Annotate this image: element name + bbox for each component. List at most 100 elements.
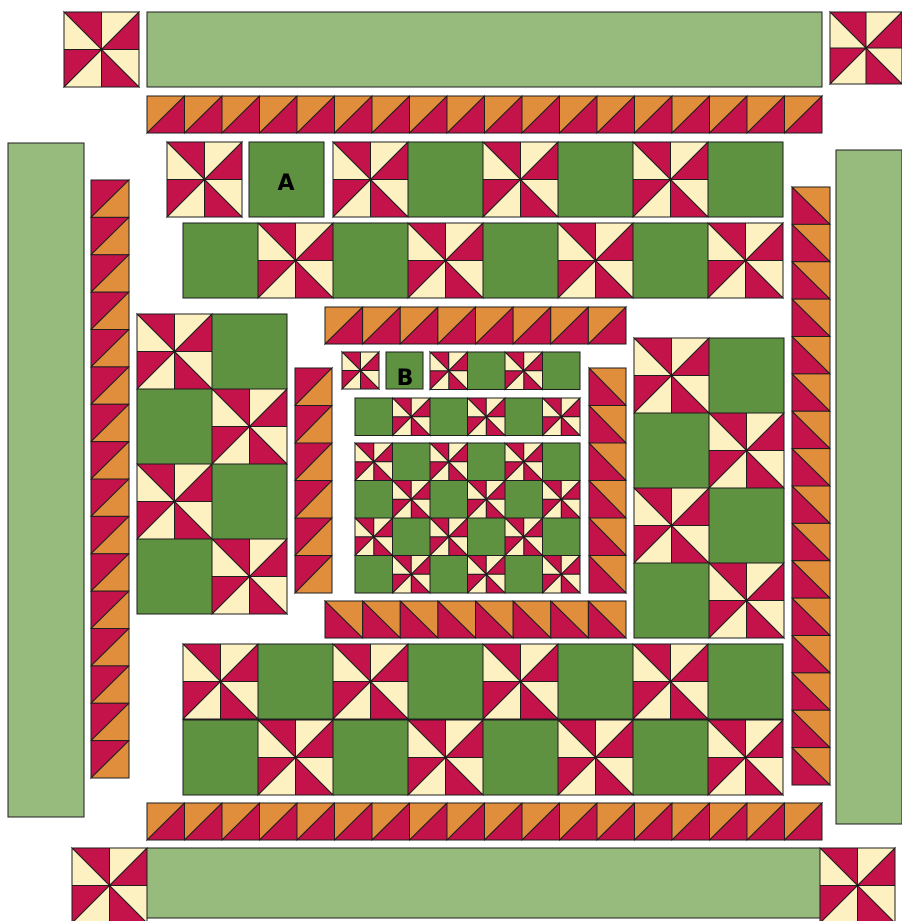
pinwheel-block <box>468 481 506 519</box>
pinwheel-block <box>408 720 483 795</box>
pinwheel-block <box>483 142 558 217</box>
pinwheel-block <box>634 338 709 413</box>
solid-green-block <box>468 352 506 390</box>
pinwheel-block <box>393 398 431 436</box>
pinwheel-block <box>709 413 784 488</box>
block-label-a: A <box>277 171 294 196</box>
solid-green-block <box>543 518 581 556</box>
pinwheel-block <box>258 223 333 298</box>
pinwheel-block <box>212 539 287 614</box>
pinwheel-block <box>558 720 633 795</box>
pinwheel-block <box>430 518 468 556</box>
solid-green-block <box>212 464 287 539</box>
pinwheel-block <box>393 481 431 519</box>
triangle-strip-vertical <box>91 180 129 778</box>
solid-green-block <box>543 443 581 481</box>
solid-green-block <box>137 539 212 614</box>
pinwheel-block <box>543 481 581 519</box>
solid-green-block <box>543 352 581 390</box>
pinwheel-block <box>393 556 431 594</box>
block-label-b: B <box>397 366 414 391</box>
pinwheel-block <box>64 12 139 87</box>
solid-green-block <box>483 223 558 298</box>
solid-green-block <box>709 338 784 413</box>
solid-green-block <box>258 644 333 719</box>
pinwheel-block <box>505 443 543 481</box>
top-border-panel <box>147 12 822 87</box>
triangle-strip-vertical <box>792 187 830 785</box>
pinwheel-block <box>430 443 468 481</box>
solid-green-block <box>708 644 783 719</box>
pinwheel-block <box>830 12 902 84</box>
solid-green-block <box>558 142 633 217</box>
pinwheel-block <box>634 488 709 563</box>
pinwheel-block <box>355 443 393 481</box>
pinwheel-block <box>430 352 468 390</box>
solid-green-block <box>483 720 558 795</box>
solid-green-block <box>408 644 483 719</box>
bottom-border-panel <box>147 848 820 918</box>
solid-green-block <box>633 720 708 795</box>
triangle-strip <box>147 96 822 133</box>
pinwheel-block <box>355 518 393 556</box>
triangle-strip-vertical <box>589 368 626 593</box>
pinwheel-block <box>543 398 581 436</box>
triangle-strip <box>147 803 822 840</box>
triangle-strip <box>325 601 626 638</box>
solid-green-block <box>355 481 393 519</box>
solid-green-block <box>430 398 468 436</box>
solid-green-block <box>355 556 393 594</box>
triangle-strip <box>325 307 626 344</box>
pinwheel-block <box>333 644 408 719</box>
pinwheel-block <box>167 142 242 217</box>
pinwheel-block <box>408 223 483 298</box>
solid-green-block <box>333 223 408 298</box>
solid-green-block <box>505 556 543 594</box>
solid-green-block <box>505 481 543 519</box>
solid-green-block <box>137 389 212 464</box>
pinwheel-block <box>468 398 506 436</box>
solid-green-block <box>393 443 431 481</box>
solid-green-block <box>505 398 543 436</box>
pinwheel-block <box>333 142 408 217</box>
pinwheel-block <box>558 223 633 298</box>
pinwheel-block <box>505 518 543 556</box>
solid-green-block <box>558 644 633 719</box>
solid-green-block <box>355 398 393 436</box>
pinwheel-block <box>708 720 783 795</box>
solid-green-block <box>183 720 258 795</box>
solid-green-block <box>393 518 431 556</box>
triangle-strip-vertical <box>295 368 332 593</box>
solid-green-block <box>468 443 506 481</box>
left-border-panel <box>8 143 84 817</box>
pinwheel-block <box>212 389 287 464</box>
solid-green-block <box>468 518 506 556</box>
quilt-block-layer <box>137 142 784 795</box>
pinwheel-block <box>258 720 333 795</box>
pinwheel-block <box>468 556 506 594</box>
right-border-panel <box>836 150 902 824</box>
solid-green-block <box>634 413 709 488</box>
pinwheel-block <box>633 142 708 217</box>
pinwheel-block <box>708 223 783 298</box>
pinwheel-block <box>633 644 708 719</box>
solid-green-block <box>408 142 483 217</box>
pinwheel-block <box>342 352 379 389</box>
solid-green-block <box>634 563 709 638</box>
pinwheel-block <box>183 644 258 719</box>
pinwheel-block <box>72 848 147 921</box>
solid-green-block <box>212 314 287 389</box>
solid-green-block <box>430 556 468 594</box>
solid-green-block <box>709 488 784 563</box>
pinwheel-block <box>505 352 543 390</box>
pinwheel-block <box>820 848 895 921</box>
solid-green-block <box>633 223 708 298</box>
solid-green-block <box>430 481 468 519</box>
pinwheel-block <box>137 464 212 539</box>
pinwheel-block <box>543 556 581 594</box>
pinwheel-block <box>137 314 212 389</box>
solid-green-block <box>708 142 783 217</box>
solid-green-block <box>183 223 258 298</box>
pinwheel-block <box>483 644 558 719</box>
pinwheel-block <box>709 563 784 638</box>
